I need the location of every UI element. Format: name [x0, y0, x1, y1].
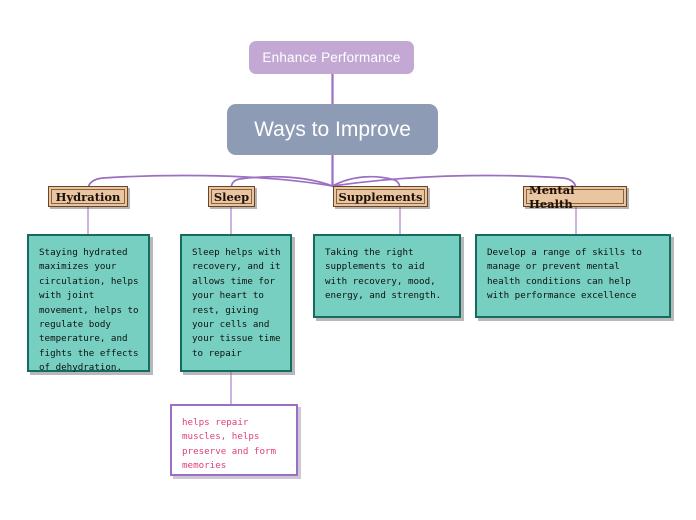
branch-label-mental-health[interactable]: Mental Health: [523, 183, 627, 211]
center-node[interactable]: Ways to Improve: [227, 104, 438, 155]
branch-label-sleep[interactable]: Sleep: [208, 186, 255, 207]
branch-label-mental-health-text: Mental Health: [529, 182, 575, 211]
detail-box-mental-health[interactable]: Develop a range of skills to manage or p…: [475, 234, 671, 318]
detail-box-hydration[interactable]: Staying hydrated maximizes your circulat…: [27, 234, 150, 373]
detail-box-supplements[interactable]: Taking the right supplements to aid with…: [313, 234, 461, 318]
branch-label-sleep-text: Sleep: [213, 189, 250, 204]
root-node[interactable]: Enhance Performance: [249, 41, 414, 74]
root-node-label: Enhance Performance: [262, 50, 401, 65]
branch-label-supplements-text: Supplements: [338, 189, 423, 204]
branch-label-supplements[interactable]: Supplements: [333, 186, 428, 207]
branch-label-hydration[interactable]: Hydration: [48, 186, 128, 207]
detail-box-sleep[interactable]: Sleep helps with recovery, and it allows…: [180, 234, 292, 372]
leaf-box-sleep-child[interactable]: helps repair muscles, helps preserve and…: [170, 404, 298, 476]
branch-label-hydration-text: Hydration: [55, 189, 121, 204]
center-node-label: Ways to Improve: [254, 117, 411, 141]
